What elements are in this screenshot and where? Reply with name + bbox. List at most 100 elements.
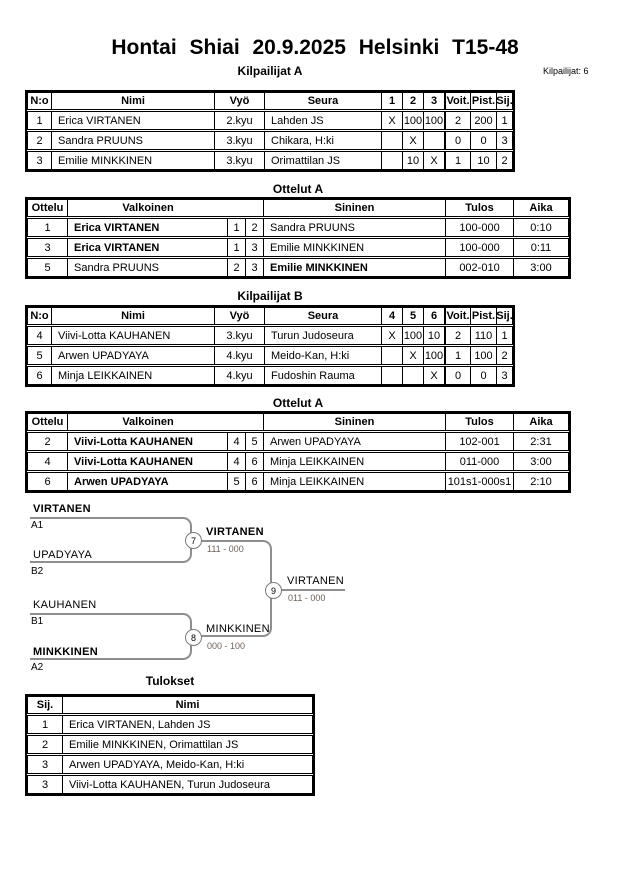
cell-blue-no: 6 — [246, 453, 264, 470]
cell-name: Erica VIRTANEN — [52, 112, 215, 129]
matches-a-title: Ottelut A — [272, 182, 324, 196]
col-header: Pist. — [471, 93, 497, 109]
cell-wins: 2 — [445, 112, 471, 129]
cell-wins: 1 — [445, 152, 471, 169]
cell-club: Turun Judoseura — [265, 327, 382, 344]
cell-points: 200 — [471, 112, 497, 129]
cell-round — [382, 367, 403, 384]
cell-round: X — [382, 327, 403, 344]
pool-a-table: N:o Nimi Vyö Seura 1 2 3 Voit. Pist. Sij… — [25, 90, 515, 172]
cell-result: 011-000 — [446, 453, 514, 470]
cell-white: Arwen UPADYAYA — [68, 473, 228, 490]
col-header: Seura — [265, 93, 382, 109]
table-row: 3 Erica VIRTANEN 1 3 Emilie MINKKINEN 10… — [27, 238, 569, 257]
col-header: 6 — [424, 308, 445, 324]
cell-club: Meido-Kan, H:ki — [265, 347, 382, 364]
col-header: Nimi — [175, 699, 200, 711]
cell-no: 4 — [28, 327, 52, 344]
bracket-semi2-top-seed: B1 — [31, 616, 44, 627]
cell-round: 100 — [403, 327, 424, 344]
cell-round: 10 — [424, 327, 445, 344]
cell-name: Minja LEIKKAINEN — [52, 367, 215, 384]
col-header: Valkoinen — [122, 202, 174, 214]
matches-b-header-row: Ottelu Valkoinen Sininen Tulos Aika — [27, 413, 569, 431]
col-header: Tulos — [446, 200, 514, 216]
pool-b-table: N:o Nimi Vyö Seura 4 5 6 Voit. Pist. Sij… — [25, 305, 515, 387]
cell-blue: Emilie MINKKINEN — [264, 259, 446, 276]
cell-name: Viivi-Lotta KAUHANEN, Turun Judoseura — [69, 778, 270, 791]
matches-a-table: Ottelu Valkoinen Sininen Tulos Aika 1 Er… — [25, 197, 571, 279]
page-title: Hontai Shiai 20.9.2025 Helsinki T15-48 — [111, 36, 519, 59]
bracket-semi1-bottom-name: UPADYAYA — [33, 549, 93, 561]
bracket-semi2-winner: MINKKINEN — [206, 623, 270, 635]
bracket-match-8-circle: 8 — [185, 629, 202, 646]
col-header: Pist. — [471, 308, 497, 324]
col-header: Aika — [529, 202, 553, 214]
cell-name: Emilie MINKKINEN — [52, 152, 215, 169]
cell-belt: 4.kyu — [215, 347, 265, 364]
cell-result: 100-000 — [446, 219, 514, 236]
col-header: Sij. — [497, 310, 512, 322]
col-header: Voit. — [445, 93, 471, 109]
cell-round: X — [382, 112, 403, 129]
table-row: 1 Erica VIRTANEN 1 2 Sandra PRUUNS 100-0… — [27, 218, 569, 237]
cell-round: 100 — [424, 347, 445, 364]
col-header: Valkoinen — [122, 416, 174, 428]
col-header: N:o — [28, 308, 52, 324]
cell-round — [382, 347, 403, 364]
col-header: Ottelu — [28, 414, 68, 430]
col-header: Ottelu — [28, 200, 68, 216]
cell-time: 3:00 — [530, 455, 552, 468]
cell-white: Erica VIRTANEN — [68, 219, 228, 236]
cell-place: 2 — [501, 349, 508, 362]
cell-blue-no: 5 — [246, 433, 264, 450]
cell-name: Arwen UPADYAYA — [52, 347, 215, 364]
cell-match-no: 6 — [28, 473, 68, 490]
col-header: Aika — [529, 416, 553, 428]
table-row: 4 Viivi-Lotta KAUHANEN 4 6 Minja LEIKKAI… — [27, 452, 569, 471]
bracket-match-9-circle: 9 — [265, 582, 282, 599]
cell-blue: Sandra PRUUNS — [264, 219, 446, 236]
cell-round: X — [424, 367, 445, 384]
cell-points: 0 — [471, 367, 497, 384]
col-header-spacer — [228, 414, 264, 430]
cell-place: 3 — [28, 776, 63, 793]
cell-belt: 3.kyu — [215, 152, 265, 169]
cell-time: 2:10 — [530, 475, 552, 488]
col-header: Sij. — [497, 95, 512, 107]
cell-wins: 2 — [445, 327, 471, 344]
table-row: 3 Viivi-Lotta KAUHANEN, Turun Judoseura — [27, 775, 313, 794]
bracket-semi2-score: 000 - 100 — [207, 641, 246, 651]
matches-b-table: Ottelu Valkoinen Sininen Tulos Aika 2 Vi… — [25, 411, 571, 493]
bracket-semi1-bottom-seed: B2 — [31, 566, 44, 577]
col-header: Vyö — [215, 93, 265, 109]
cell-match-no: 3 — [28, 239, 68, 256]
cell-result: 102-001 — [446, 433, 514, 450]
cell-match-no: 2 — [28, 433, 68, 450]
cell-club: Fudoshin Rauma — [265, 367, 382, 384]
cell-result: 100-000 — [446, 239, 514, 256]
cell-place: 3 — [501, 369, 508, 382]
cell-no: 6 — [28, 367, 52, 384]
cell-no: 2 — [28, 132, 52, 149]
cell-place: 1 — [501, 329, 508, 342]
table-row: 5 Arwen UPADYAYA 4.kyu Meido-Kan, H:ki X… — [27, 346, 513, 365]
cell-belt: 4.kyu — [215, 367, 265, 384]
cell-name: Emilie MINKKINEN, Orimattilan JS — [69, 738, 239, 751]
cell-white: Erica VIRTANEN — [68, 239, 228, 256]
col-header-spacer — [228, 200, 264, 216]
results-header-row: Sij. Nimi — [27, 696, 313, 714]
col-header: Sij. — [28, 697, 63, 713]
table-row: 3 Arwen UPADYAYA, Meido-Kan, H:ki — [27, 755, 313, 774]
bracket-semi2-bottom-name: MINKKINEN — [33, 646, 99, 658]
cell-match-no: 4 — [28, 453, 68, 470]
bracket-winner-line — [280, 589, 345, 591]
cell-white: Viivi-Lotta KAUHANEN — [68, 433, 228, 450]
col-header: Tulos — [446, 414, 514, 430]
cell-wins: 0 — [445, 132, 471, 149]
col-header: Sininen — [264, 414, 446, 430]
cell-belt: 2.kyu — [215, 112, 265, 129]
cell-blue-no: 6 — [246, 473, 264, 490]
cell-club: Orimattilan JS — [265, 152, 382, 169]
